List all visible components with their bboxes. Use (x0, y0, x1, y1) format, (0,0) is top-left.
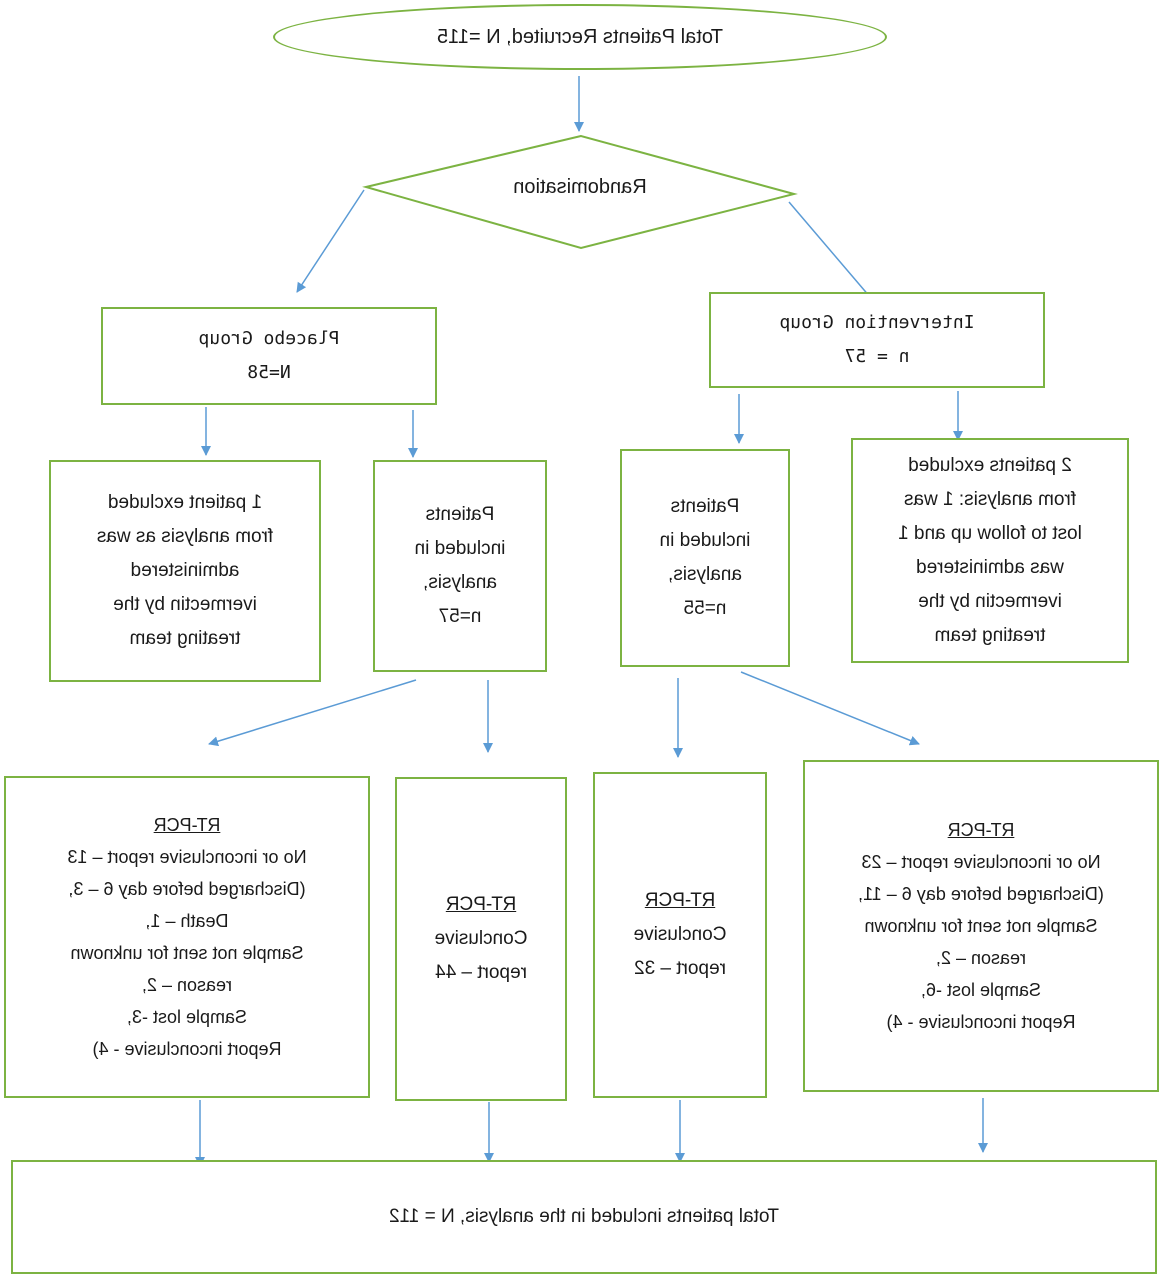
placebo-group-title: Placebo Group (198, 328, 340, 349)
placebo-excluded-line-1: 1 patient excluded (107, 492, 263, 513)
placebo-excluded-line-4: ivermectin by the (113, 594, 257, 615)
placebo-conclusive-box: RT-PCR Conclusive report – 44 (395, 777, 567, 1101)
placebo-group-count: N=58 (247, 362, 291, 383)
intervention-inconclusive-title: RT-PCR (947, 820, 1015, 840)
placebo-inconclusive-box: RT-PCR No or inconclusive report – 13 (D… (4, 776, 370, 1098)
placebo-conclusive-title: RT-PCR (445, 894, 517, 915)
placebo-included-line-4: n=57 (438, 606, 482, 627)
intervention-inconclusive-line-6: Report inconclusive - 4) (886, 1012, 1076, 1032)
intervention-included-line-4: n=55 (683, 598, 727, 619)
intervention-inconclusive-line-4: reason – 2, (935, 948, 1027, 968)
intervention-conclusive-title: RT-PCR (644, 890, 716, 911)
intervention-inconclusive-line-3: Sample not sent for unknown (864, 916, 1098, 936)
intervention-excluded-box: 2 patients excluded from analysis: 1 was… (851, 438, 1129, 663)
arrow-randomisation-to-placebo (296, 189, 365, 293)
intervention-inconclusive-line-2: (Discharged before day 6 – 11, (858, 884, 1104, 904)
placebo-excluded-box: 1 patient excluded from analysis as was … (49, 460, 321, 682)
intervention-group-title: Intervention Group (779, 312, 975, 333)
intervention-inconclusive-box: RT-PCR No or inconclusive report – 23 (D… (803, 760, 1159, 1092)
placebo-included-line-3: analysis, (423, 572, 497, 593)
placebo-inconclusive-title: RT-PCR (153, 815, 221, 835)
intervention-included-line-1: Patients (670, 496, 740, 517)
recruited-oval: Total Patients Recruited, N =115 (273, 4, 887, 70)
intervention-excluded-line-1: 2 patients excluded (908, 454, 1072, 476)
placebo-inconclusive-line-6: Sample lost -3, (126, 1007, 248, 1027)
placebo-inconclusive-line-7: Report inconclusive - 4) (92, 1039, 282, 1059)
placebo-inconclusive-line-1: No or inconclusive report – 13 (67, 847, 307, 867)
total-analysed-box: Total patients included in the analysis,… (11, 1160, 1157, 1274)
intervention-excluded-line-4: was administered (916, 556, 1064, 578)
placebo-included-line-2: included in (414, 538, 506, 559)
randomisation-label: Randomisation (513, 176, 647, 198)
intervention-conclusive-line-1: Conclusive (633, 924, 727, 945)
placebo-inconclusive-line-2: (Discharged before day 6 – 3, (68, 879, 306, 899)
placebo-inconclusive-line-5: reason – 2, (141, 975, 233, 995)
intervention-excluded-line-5: ivermectin by the (918, 590, 1062, 612)
arrow-intervention-included-to-inconclusive (740, 671, 920, 746)
intervention-conclusive-box: RT-PCR Conclusive report – 32 (593, 772, 767, 1098)
intervention-group-count: n = 57 (844, 346, 910, 367)
placebo-conclusive-line-1: Conclusive (434, 928, 528, 949)
intervention-included-line-2: included in (659, 530, 751, 551)
recruited-label: Total Patients Recruited, N =115 (437, 26, 723, 48)
placebo-excluded-line-3: administered (130, 560, 240, 581)
placebo-group-box: Placebo Group N=58 (101, 307, 437, 405)
intervention-inconclusive-line-1: No or inconclusive report – 23 (861, 852, 1101, 872)
total-analysed-label: Total patients included in the analysis,… (389, 1206, 779, 1227)
arrow-placebo-included-to-inconclusive (208, 679, 417, 747)
intervention-group-box: Intervention Group n = 57 (709, 292, 1045, 388)
randomisation-diamond (362, 134, 798, 250)
placebo-inconclusive-line-4: Sample not sent for unknown (70, 943, 304, 963)
intervention-excluded-line-3: lost to follow up and 1 (898, 522, 1082, 544)
intervention-excluded-line-2: from analysis: 1 was (903, 488, 1077, 510)
placebo-conclusive-line-2: report – 44 (435, 962, 527, 983)
arrow-randomisation-to-intervention (788, 201, 877, 305)
intervention-included-line-3: analysis, (668, 564, 742, 585)
placebo-included-line-1: Patients (425, 504, 495, 525)
intervention-conclusive-line-2: report – 32 (634, 958, 726, 979)
placebo-excluded-line-2: from analysis as was (96, 526, 274, 547)
intervention-excluded-line-6: treating team (934, 624, 1046, 646)
placebo-excluded-line-5: treating team (129, 628, 241, 649)
intervention-included-box: Patients included in analysis, n=55 (620, 449, 790, 667)
placebo-inconclusive-line-3: Death – 1, (145, 911, 229, 931)
intervention-inconclusive-line-5: Sample lost -6, (920, 980, 1042, 1000)
placebo-included-box: Patients included in analysis, n=57 (373, 460, 547, 672)
